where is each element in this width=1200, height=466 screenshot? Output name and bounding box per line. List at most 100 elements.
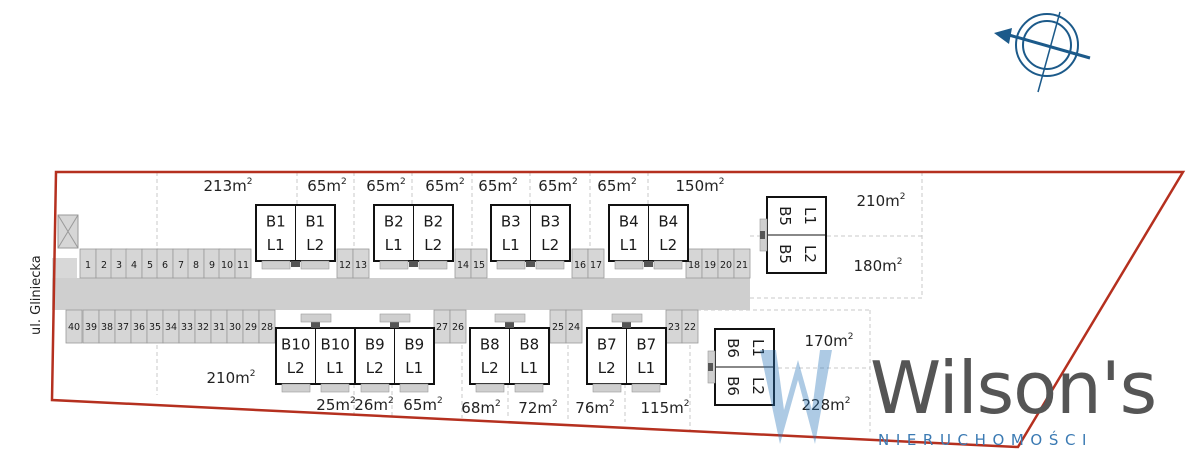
road-entrance xyxy=(52,258,77,278)
building-number: B2 xyxy=(384,212,404,230)
unit-label: L1 xyxy=(620,236,638,254)
unit-label: L1 xyxy=(267,236,285,254)
building-number: B3 xyxy=(501,212,521,230)
unit-label: L2 xyxy=(424,236,442,254)
entrance-step xyxy=(409,261,418,267)
parking-slot-label: 9 xyxy=(209,260,215,271)
building-number: B4 xyxy=(658,212,678,230)
unit-label: L2 xyxy=(287,359,305,377)
parking-slot-label: 20 xyxy=(720,260,732,271)
parking-slot-label: 7 xyxy=(178,260,184,271)
plot-area-label: 170m2 xyxy=(805,332,854,350)
parking-slot-label: 35 xyxy=(149,322,161,333)
unit-label: L1 xyxy=(326,359,344,377)
entrance-step xyxy=(505,322,514,328)
entrance-step xyxy=(496,260,526,270)
parking-slot-label: 28 xyxy=(261,322,273,333)
entrance-step xyxy=(320,383,350,393)
unit-label: L1 xyxy=(637,359,655,377)
entrance-step xyxy=(760,231,765,239)
plot-area-label: 65m2 xyxy=(478,177,517,195)
parking-slot-label: 16 xyxy=(574,260,586,271)
building-number: B7 xyxy=(636,335,656,353)
entrance-step xyxy=(390,322,399,328)
entrance-step xyxy=(708,363,713,371)
parking-slot-label: 21 xyxy=(736,260,748,271)
parking-slot-label: 26 xyxy=(452,322,464,333)
unit-label: L1 xyxy=(520,359,538,377)
building-number: B5 xyxy=(776,244,794,264)
parking-slot-label: 32 xyxy=(197,322,209,333)
unit-label: L2 xyxy=(541,236,559,254)
parking-slot-label: 31 xyxy=(213,322,225,333)
plot-area-label: 25m2 xyxy=(316,396,355,414)
building-number: B3 xyxy=(540,212,560,230)
building-number: B9 xyxy=(404,335,424,353)
plot-boundary xyxy=(50,170,1186,449)
unit-label: L1 xyxy=(502,236,520,254)
plot-area-label: 65m2 xyxy=(366,177,405,195)
plot-area-label: 68m2 xyxy=(461,399,500,417)
parking-slot-label: 18 xyxy=(688,260,700,271)
plot-area-label: 76m2 xyxy=(575,399,614,417)
unit-label: L1 xyxy=(385,236,403,254)
entrance-step xyxy=(494,313,526,323)
parking-slot xyxy=(587,248,605,279)
entrance-step xyxy=(475,383,505,393)
brand-name: Wilson's xyxy=(870,346,1156,430)
building-number: B1 xyxy=(266,212,286,230)
entrance-step xyxy=(514,383,544,393)
parking-slot-label: 12 xyxy=(339,260,351,271)
parking-slot-label: 14 xyxy=(457,260,469,271)
plot-area-label: 210m2 xyxy=(857,192,906,210)
entrance-step xyxy=(644,261,653,267)
building-number: B6 xyxy=(724,338,742,358)
unit-label: L2 xyxy=(481,359,499,377)
entrance-step xyxy=(418,260,448,270)
parking-slot-label: 13 xyxy=(355,260,367,271)
entrance-step xyxy=(592,383,622,393)
plot-area-label: 210m2 xyxy=(207,369,256,387)
entrance-step xyxy=(631,383,661,393)
parking-slot-label: 3 xyxy=(116,260,122,271)
plot-area-label: 180m2 xyxy=(854,257,903,275)
parking-slot-label: 8 xyxy=(193,260,199,271)
entrance-step xyxy=(399,383,429,393)
parking-slot xyxy=(565,309,583,344)
parking-slot xyxy=(449,309,467,344)
plot-area-label: 213m2 xyxy=(204,177,253,195)
parking-slot-label: 37 xyxy=(117,322,129,333)
parking-slot-label: 30 xyxy=(229,322,241,333)
parking-slot-label: 29 xyxy=(245,322,257,333)
parking-slot xyxy=(258,309,276,344)
entrance-step xyxy=(281,383,311,393)
street-label: ul. Gliniecka xyxy=(29,255,44,335)
unit-label: L2 xyxy=(366,359,384,377)
unit-label: L2 xyxy=(306,236,324,254)
brand-sub: NIERUCHOMOŚCI xyxy=(878,430,1093,449)
building-number: B7 xyxy=(597,335,617,353)
unit-label: L2 xyxy=(659,236,677,254)
parking-slot-label: 24 xyxy=(568,322,580,333)
plot-area-label: 65m2 xyxy=(307,177,346,195)
entrance-step xyxy=(300,260,330,270)
plot-area-label: 26m2 xyxy=(354,396,393,414)
building-number: B2 xyxy=(423,212,443,230)
parking-slot-label: 17 xyxy=(590,260,602,271)
access-road xyxy=(52,278,750,310)
plot-area-label: 65m2 xyxy=(425,177,464,195)
entrance-step xyxy=(379,313,411,323)
building-number: B9 xyxy=(365,335,385,353)
parking-slot-label: 4 xyxy=(131,260,137,271)
unit-label: L1 xyxy=(405,359,423,377)
parking-slot-label: 15 xyxy=(473,260,485,271)
entrance-step xyxy=(614,260,644,270)
